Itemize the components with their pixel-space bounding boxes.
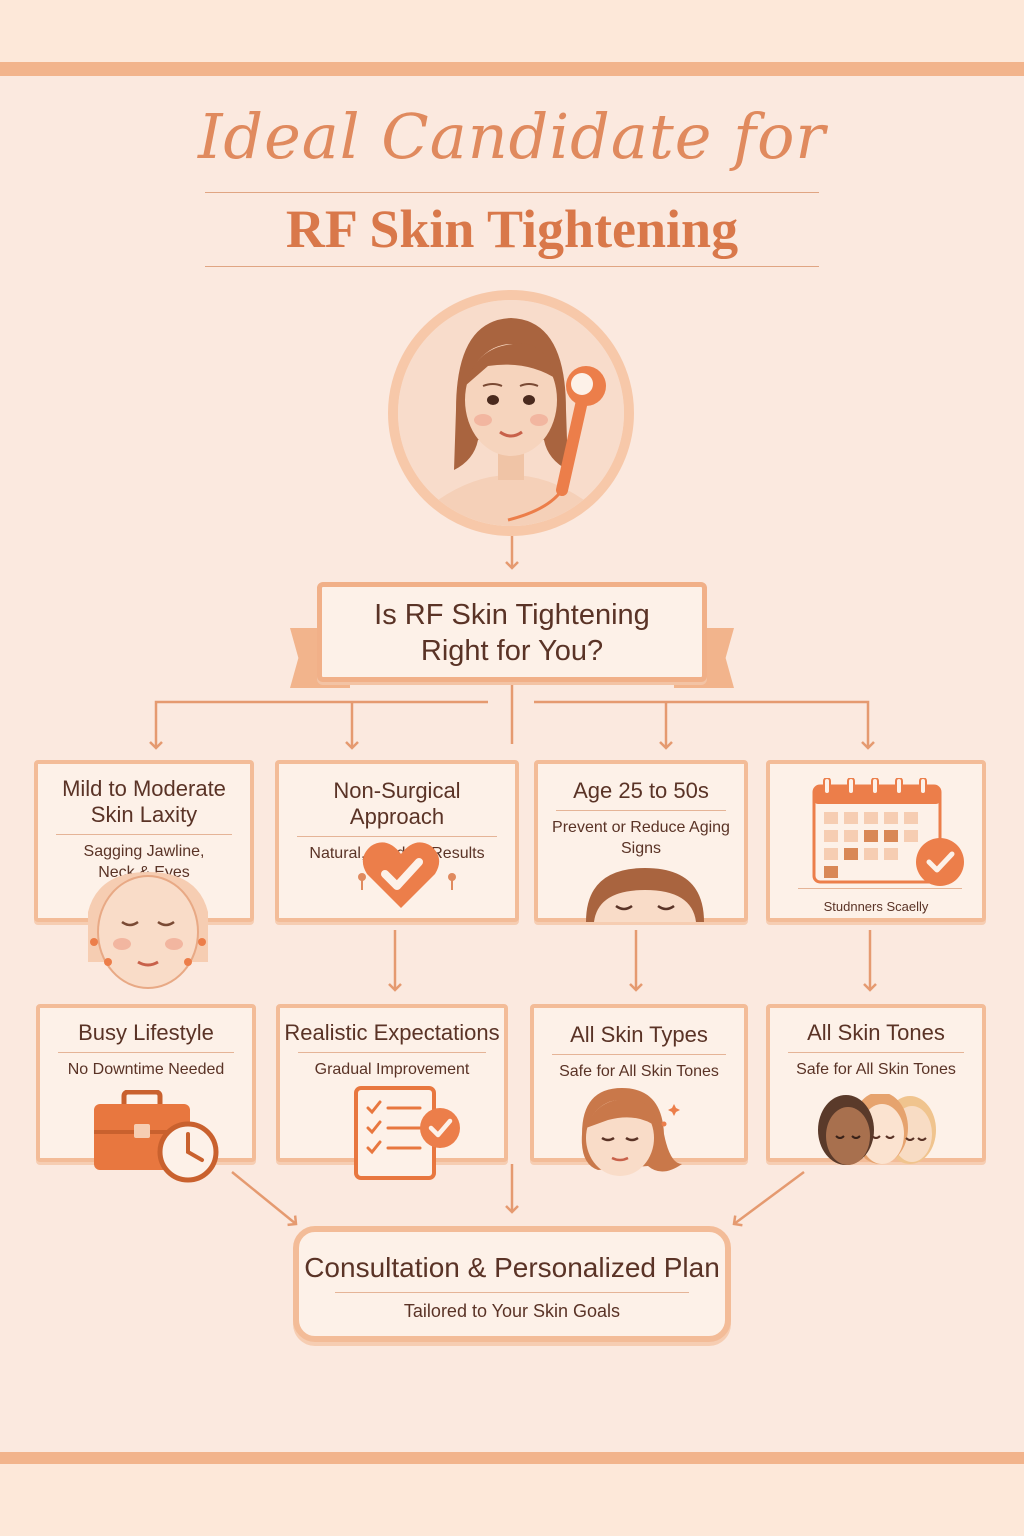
card-subtitle: Gradual Improvement <box>314 1061 470 1078</box>
branch-right <box>534 700 875 750</box>
three-faces-icon <box>818 1094 936 1165</box>
card-divider <box>798 888 962 889</box>
card-divider <box>788 1052 964 1053</box>
heart-check-icon <box>362 842 440 908</box>
card-title: All Skin Tones <box>807 1020 945 1045</box>
card-age: Age 25 to 50s Prevent or Reduce Aging Si… <box>534 760 748 922</box>
consultation-box: Consultation & Personalized Plan Tailore… <box>293 1226 731 1342</box>
title-divider-bottom <box>205 266 819 267</box>
main-title: RF Skin Tightening <box>285 199 739 259</box>
spark-dot-icon <box>448 873 456 890</box>
card-all-skin-tones: All Skin Tones Safe for All Skin Tones <box>766 1004 986 1165</box>
checklist-icon <box>354 1086 460 1180</box>
card-divider <box>552 1054 726 1055</box>
arrow-to-final-left <box>231 1171 298 1227</box>
card-divider <box>58 1052 234 1053</box>
spark-dot-icon <box>358 873 366 890</box>
consultation-title: Consultation & Personalized Plan <box>304 1252 720 1283</box>
card-subtitle: Prevent or Reduce Aging Signs <box>552 819 730 857</box>
title-divider-top <box>205 192 819 193</box>
card-subtitle: Safe for All Skin Tones <box>559 1063 719 1080</box>
card-divider <box>297 836 497 837</box>
card-divider <box>56 834 232 835</box>
consultation-divider <box>335 1292 689 1293</box>
consultation-subtitle: Tailored to Your Skin Goals <box>403 1301 621 1321</box>
question-line-1: Is RF Skin Tightening <box>374 599 650 631</box>
portrait-circle <box>388 290 634 536</box>
briefcase-clock-icon <box>94 1090 219 1183</box>
card-title: All Skin Types <box>570 1022 708 1047</box>
card-schedule: Studnners Scaelly <box>766 760 986 922</box>
card-title: Age 25 to 50s <box>573 778 709 803</box>
bottom-stripe <box>0 1452 1024 1464</box>
card-skin-laxity: Mild to Moderate Skin Laxity Sagging Jaw… <box>34 760 254 922</box>
card-title: Mild to Moderate Skin Laxity <box>62 776 226 827</box>
arrow-to-final-right <box>732 1170 805 1227</box>
card-title: Non-Surgical Approach <box>333 778 461 829</box>
face-icon <box>88 872 208 989</box>
question-box: Is RF Skin Tightening Right for You? <box>317 582 707 682</box>
top-stripe <box>0 62 1024 76</box>
bottom-band <box>0 1464 1024 1536</box>
card-subtitle: No Downtime Needed <box>67 1061 225 1078</box>
woman-face-icon <box>581 1088 682 1176</box>
woman-with-rf-device-icon <box>398 300 624 526</box>
card-subtitle: Safe for All Skin Tones <box>796 1061 956 1078</box>
card-divider <box>556 810 726 811</box>
face-peek-icon <box>586 868 704 922</box>
calendar-check-icon <box>812 778 964 886</box>
card-divider <box>298 1052 486 1053</box>
card-all-skin-types: All Skin Types Safe for All Skin Tones <box>530 1004 748 1162</box>
script-title: Ideal Candidate for <box>197 100 827 173</box>
card-title: Realistic Expectations <box>284 1020 500 1045</box>
card-title: Busy Lifestyle <box>78 1020 214 1045</box>
card-non-surgical: Non-Surgical Approach Natural, Gradual R… <box>275 760 519 922</box>
branch-left <box>149 700 488 750</box>
question-line-2: Right for You? <box>420 635 604 667</box>
card-subtitle: Studnners Scaelly <box>823 899 929 914</box>
top-band <box>0 0 1024 62</box>
